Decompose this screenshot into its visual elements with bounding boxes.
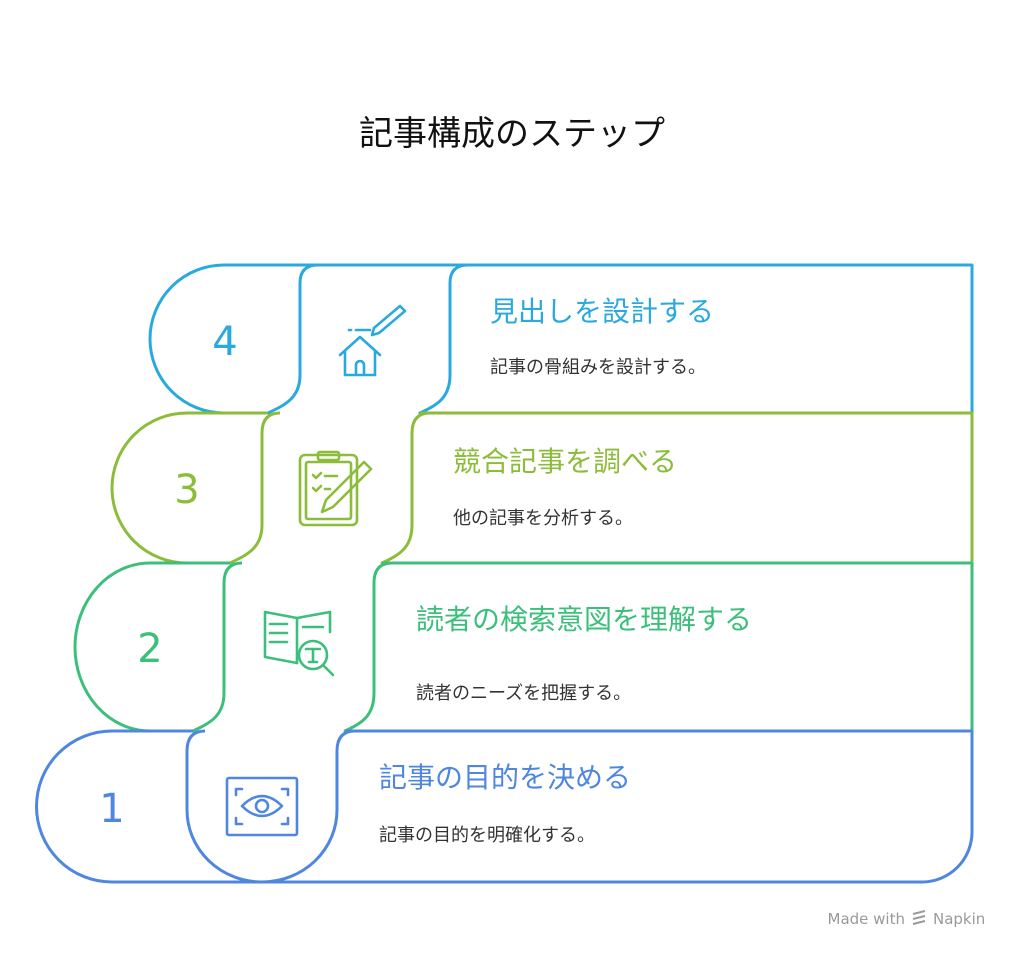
step-1-text-box <box>262 729 974 884</box>
step-4-number-lobe <box>148 263 319 415</box>
step-4-title: 見出しを設計する <box>490 295 714 328</box>
step-2-title: 読者の検索意図を理解する <box>416 603 752 636</box>
footer-brand: Napkin <box>933 910 985 928</box>
eye-scan-icon <box>225 776 299 837</box>
step-4: 4 見出しを設計する 記事の骨組みを設計する。 <box>148 263 974 415</box>
step-1-description: 記事の目的を明確化する。 <box>379 825 595 846</box>
step-3-number: 3 <box>174 467 199 513</box>
clipboard-pencil-icon <box>298 450 373 527</box>
step-4-description: 記事の骨組みを設計する。 <box>490 357 706 378</box>
step-3-text-box <box>380 411 974 565</box>
footer-made-with: Made with <box>828 910 905 928</box>
step-2-description: 読者のニーズを把握する。 <box>416 683 631 704</box>
diagram-title: 記事構成のステップ <box>359 114 665 154</box>
step-3-number-lobe <box>110 411 281 565</box>
house-pencil-icon <box>338 304 407 377</box>
step-1-number: 1 <box>99 786 124 832</box>
napkin-footer: Made with Napkin <box>828 910 986 928</box>
step-2: 2 読者の検索意図を理解する 読者のニーズを把握する。 <box>73 561 974 733</box>
step-1-title: 記事の目的を決める <box>379 761 631 794</box>
step-2-number-lobe <box>73 561 243 733</box>
step-4-number: 4 <box>212 319 237 365</box>
step-2-number: 2 <box>137 626 162 672</box>
step-1-number-lobe <box>35 729 262 884</box>
step-1: 1 記事の目的を決める 記事の目的を明確化する。 <box>35 729 974 884</box>
napkin-logo-icon <box>912 910 926 925</box>
step-3-description: 他の記事を分析する。 <box>453 508 633 529</box>
step-2-text-box <box>343 561 974 733</box>
step-4-text-box <box>318 263 974 415</box>
book-search-icon <box>263 610 335 677</box>
step-3: 3 競合記事を調べる 他の記事を分析する。 <box>110 411 974 565</box>
step-3-title: 競合記事を調べる <box>453 445 677 478</box>
step-1-center-column <box>185 729 356 884</box>
